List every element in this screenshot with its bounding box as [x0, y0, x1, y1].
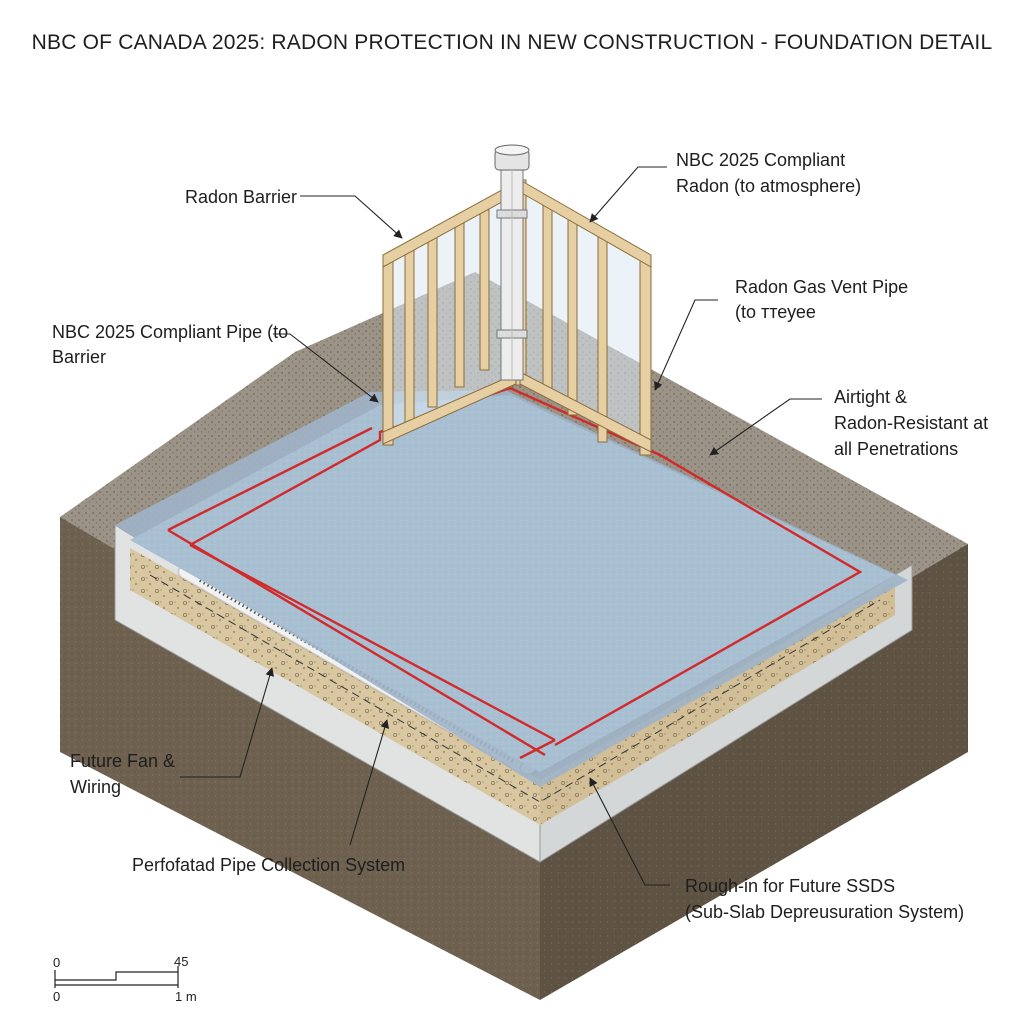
- sealant-perimeter: [167, 386, 863, 760]
- label-compliant-pipe-line2: Barrier: [52, 347, 106, 367]
- label-vent-pipe-line2: (to ттеуее: [735, 302, 816, 322]
- vent-pipe: [494, 144, 530, 381]
- scale-top-left: 0: [53, 955, 60, 970]
- scale-bottom-left: 0: [53, 989, 60, 1004]
- label-future-fan-line1: Future Fan &: [70, 751, 175, 771]
- label-airtight-line1: Airtight &: [834, 387, 907, 407]
- label-compliant-radon-line2: Radon (to atmosphere): [676, 176, 861, 196]
- gravel-layer: [130, 548, 895, 825]
- label-rough-in-line2: (Sub-Slab Depreusuration System): [685, 902, 964, 922]
- diagram-title: NBC OF CANADA 2025: RADON PROTECTION IN …: [32, 31, 993, 54]
- concrete-slab: [115, 390, 908, 787]
- callout-leaders: [180, 166, 822, 886]
- label-airtight-line2: Radon-Resistant at: [834, 413, 988, 433]
- label-radon-barrier: Radon Barrier: [185, 187, 297, 207]
- wall-framing: [382, 179, 652, 456]
- scale-bar: 0 45 0 1 m: [53, 954, 197, 1004]
- label-rough-in-line1: Rough-in for Future SSDS: [685, 876, 895, 896]
- label-vent-pipe-line1: Radon Gas Vent Pipe: [735, 277, 908, 297]
- label-airtight-line3: all Penetrations: [834, 439, 958, 459]
- scale-bottom-right: 1 m: [175, 989, 197, 1004]
- label-compliant-radon-line1: NBC 2025 Compliant: [676, 150, 845, 170]
- label-perforated-pipe: Perfofatad Pipe Collection System: [132, 855, 405, 875]
- label-future-fan-line2: Wiring: [70, 777, 121, 797]
- label-compliant-pipe-line1: NBC 2025 Compliant Pipe (to: [52, 322, 288, 342]
- scale-top-right: 45: [174, 954, 188, 969]
